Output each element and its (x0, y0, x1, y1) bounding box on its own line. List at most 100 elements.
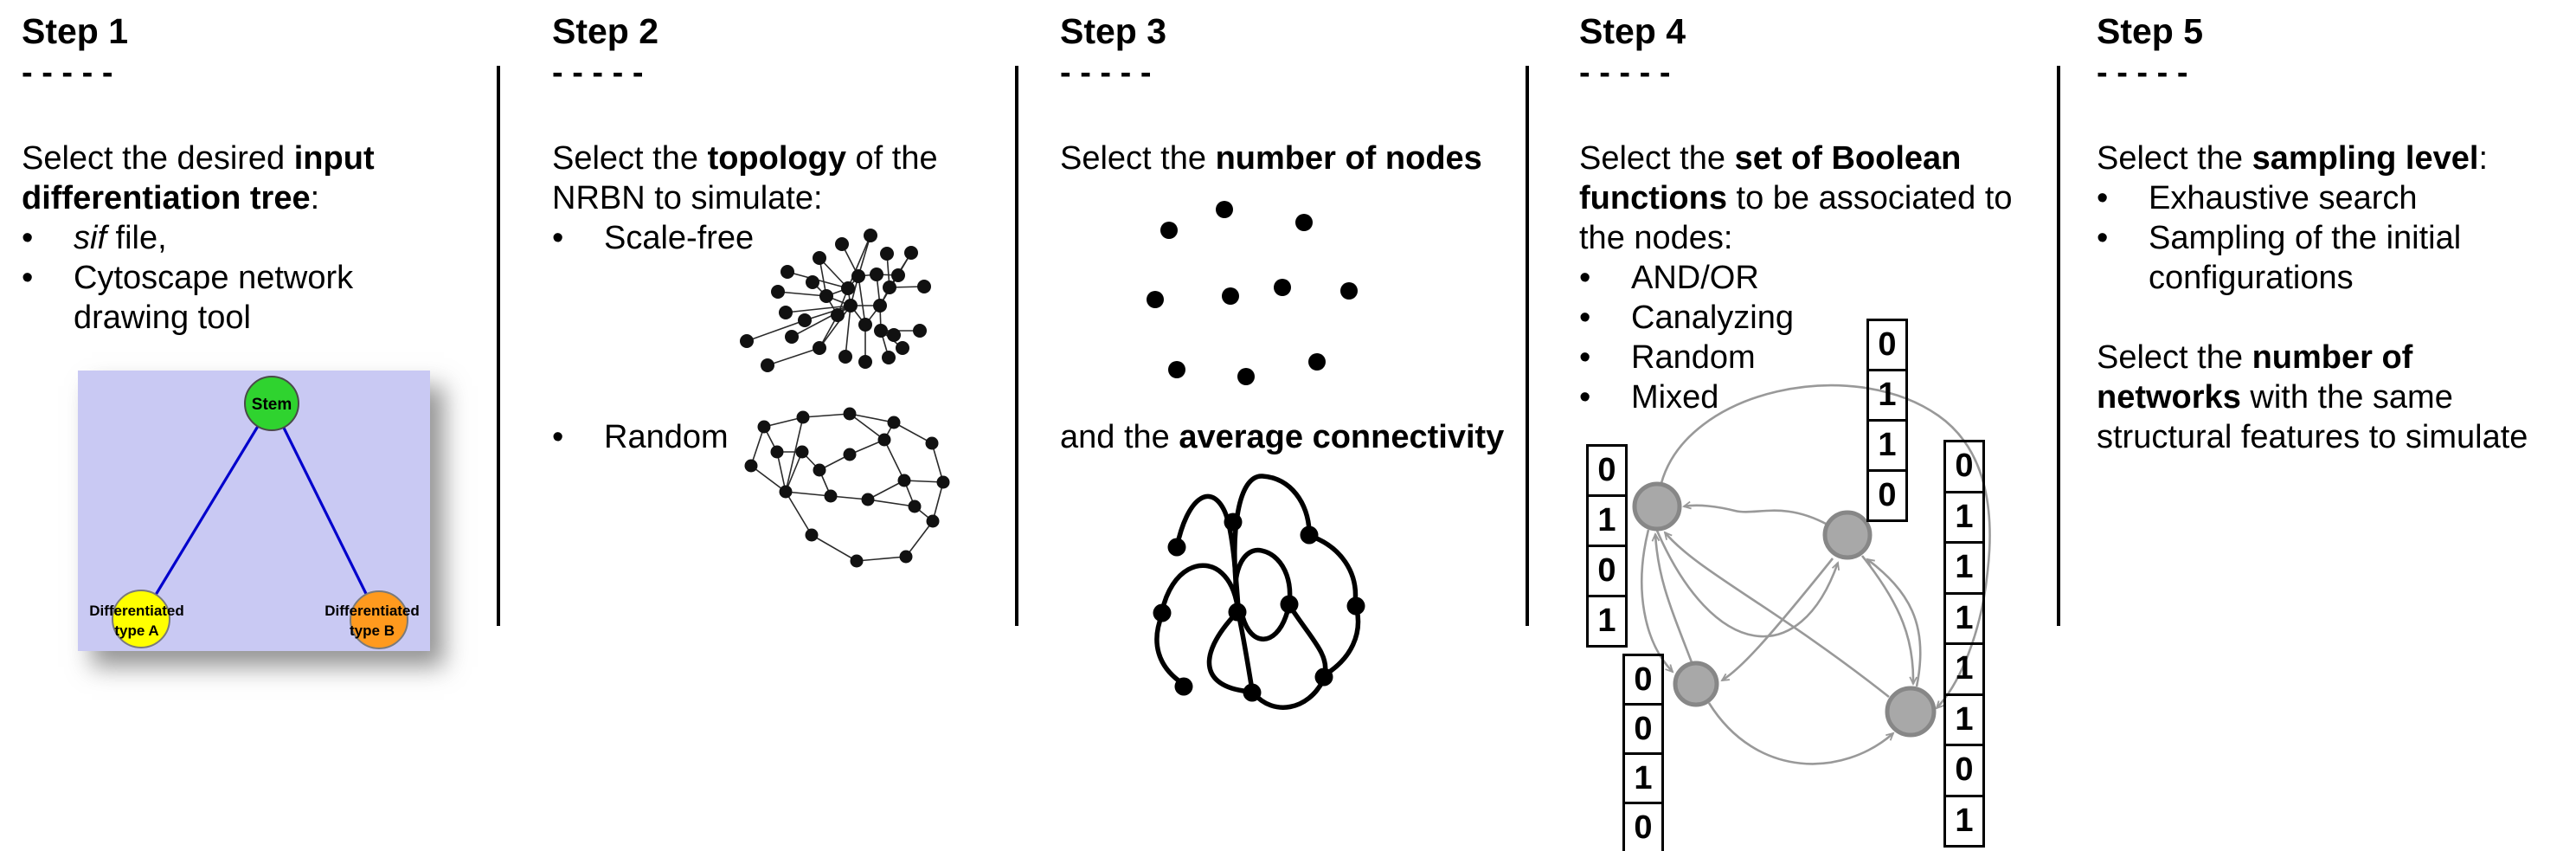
type-a-node (112, 590, 170, 648)
step-3-dashed-rule: - - - - - (1060, 55, 1152, 91)
column-divider-4 (2057, 66, 2060, 626)
truth-table-right: 0 1 1 1 1 1 0 1 (1943, 440, 1985, 848)
bullet-marker: • (1579, 339, 1591, 376)
bullet-marker: • (1579, 260, 1591, 296)
table-cell: 0 (1946, 744, 1982, 795)
tangle-curves (1154, 474, 1361, 710)
table-cell: 1 (1946, 541, 1982, 592)
table-cell: 0 (1589, 545, 1625, 595)
boolean-network-figure (1632, 384, 1991, 765)
step-2-intro-line-2: NRBN to simulate: (552, 180, 823, 216)
table-cell: 1 (1946, 490, 1982, 542)
step-4-bullet-canalyzing: •Canalyzing (1579, 300, 1794, 336)
step-4-intro-line-2: functions to be associated to (1579, 180, 2013, 216)
table-cell: 1 (1946, 693, 1982, 745)
truth-table-bottom-left: 0 0 1 0 (1622, 654, 1664, 851)
table-cell: 1 (1589, 494, 1625, 545)
table-cell: 0 (1625, 703, 1661, 752)
step-4-intro-line-3: the nodes: (1579, 220, 1733, 256)
step-4-column: Step 4 - - - - - Select the set of Boole… (1579, 0, 2046, 417)
step-2-bullet-random: •Random (552, 419, 729, 455)
table-cell: 1 (1946, 794, 1982, 846)
step-2-intro-line-1: Select the topology of the (552, 140, 938, 177)
step-4-title: Step 4 (1579, 11, 1686, 51)
truth-table-top-left: 0 1 0 1 (1586, 444, 1628, 648)
truth-table-top: 0 1 1 0 (1866, 319, 1908, 522)
scale-free-network-figure (740, 229, 931, 372)
random-network-figure (744, 407, 950, 568)
type-a-label-2: type A (114, 622, 158, 639)
bullet-marker: • (22, 220, 34, 256)
table-cell: 0 (1597, 452, 1616, 488)
step-5-intro-line-1: Select the sampling level: (2097, 140, 2489, 177)
step-1-title: Step 1 (22, 11, 129, 51)
step-4-bullet-random: •Random (1579, 339, 1756, 376)
type-b-node (350, 590, 408, 649)
dots (1147, 201, 1358, 385)
step-1-bullet-sif-file: •sif file, (22, 220, 167, 256)
bullet-marker: • (552, 419, 564, 455)
step-1-bullet-cytoscape: •Cytoscape network (22, 260, 354, 296)
step-3-column: Step 3 - - - - - Select the number of no… (1060, 0, 1510, 457)
bullet-marker: • (22, 260, 34, 296)
step-2-title: Step 2 (552, 11, 659, 51)
step-4-intro-line-1: Select the set of Boolean (1579, 140, 1962, 177)
step-3-line-2: and the average connectivity (1060, 419, 1505, 455)
table-cell: 1 (1869, 369, 1905, 419)
bullet-marker: • (1579, 379, 1591, 416)
step-5-networks-line-3: structural features to simulate (2097, 419, 2528, 455)
step-5-title: Step 5 (2097, 11, 2204, 51)
step-5-bullet-exhaustive: •Exhaustive search (2097, 180, 2418, 216)
step-5-dashed-rule: - - - - - (2097, 55, 2188, 91)
column-divider-3 (1526, 66, 1529, 626)
step-2-bullet-scale-free: •Scale-free (552, 220, 755, 256)
step-5-networks-line-2: networks with the same (2097, 379, 2453, 416)
table-cell: 1 (1589, 595, 1625, 645)
step-2-column: Step 2 - - - - - Select the topology of … (552, 0, 1002, 457)
connectivity-tangle-figure (1153, 474, 1365, 710)
type-a-label-1: Differentiated (89, 603, 184, 619)
table-cell: 0 (1625, 802, 1661, 851)
boolean-network-nodes (1632, 481, 1937, 738)
bullet-marker: • (2097, 220, 2109, 256)
stem-node (244, 376, 299, 431)
column-divider-2 (1015, 66, 1018, 626)
step-1-intro-line-1: Select the desired input (22, 140, 375, 177)
tree-edges (139, 403, 381, 621)
bullet-marker: • (552, 220, 564, 256)
step-2-dashed-rule: - - - - - (552, 55, 644, 91)
step-3-line-1: Select the number of nodes (1060, 140, 1482, 177)
table-cell: 1 (1869, 419, 1905, 469)
random-network-nodes (744, 407, 950, 568)
step-1-dashed-rule: - - - - - (22, 55, 113, 91)
tangle-nodes (1153, 513, 1365, 702)
step-1-intro-line-2: differentiation tree: (22, 180, 320, 216)
differentiation-tree-svg: Stem Differentiated type A Differentiate… (89, 376, 420, 649)
differentiation-tree-figure: Stem Differentiated type A Differentiate… (78, 371, 430, 651)
step-5-column: Step 5 - - - - - Select the sampling lev… (2097, 0, 2568, 457)
step-5-bullet-sampling-cont: configurations (2149, 260, 2354, 296)
column-divider-1 (497, 66, 500, 626)
table-cell: 1 (1946, 591, 1982, 643)
random-network-edges (750, 413, 944, 562)
step-4-bullet-and-or: •AND/OR (1579, 260, 1759, 296)
table-cell: 0 (1878, 326, 1897, 363)
step-1-column: Step 1 - - - - - Select the desired inpu… (22, 0, 472, 338)
step-4-dashed-rule: - - - - - (1579, 55, 1671, 91)
bullet-marker: • (1579, 300, 1591, 336)
step-1-bullet-cytoscape-cont: drawing tool (74, 300, 251, 336)
type-b-label-1: Differentiated (324, 603, 420, 619)
scale-free-nodes (740, 229, 931, 372)
step-4-bullet-mixed: •Mixed (1579, 379, 1719, 416)
table-cell: 0 (1955, 448, 1974, 485)
table-cell: 1 (1946, 642, 1982, 693)
step-3-title: Step 3 (1060, 11, 1167, 51)
boolean-network-arrows (1641, 384, 1991, 765)
step-5-bullet-sampling: •Sampling of the initial (2097, 220, 2462, 256)
table-cell: 0 (1634, 661, 1653, 698)
stem-label: Stem (252, 396, 292, 414)
type-b-label-2: type B (350, 622, 395, 639)
bullet-marker: • (2097, 180, 2109, 216)
table-cell: 1 (1625, 752, 1661, 802)
